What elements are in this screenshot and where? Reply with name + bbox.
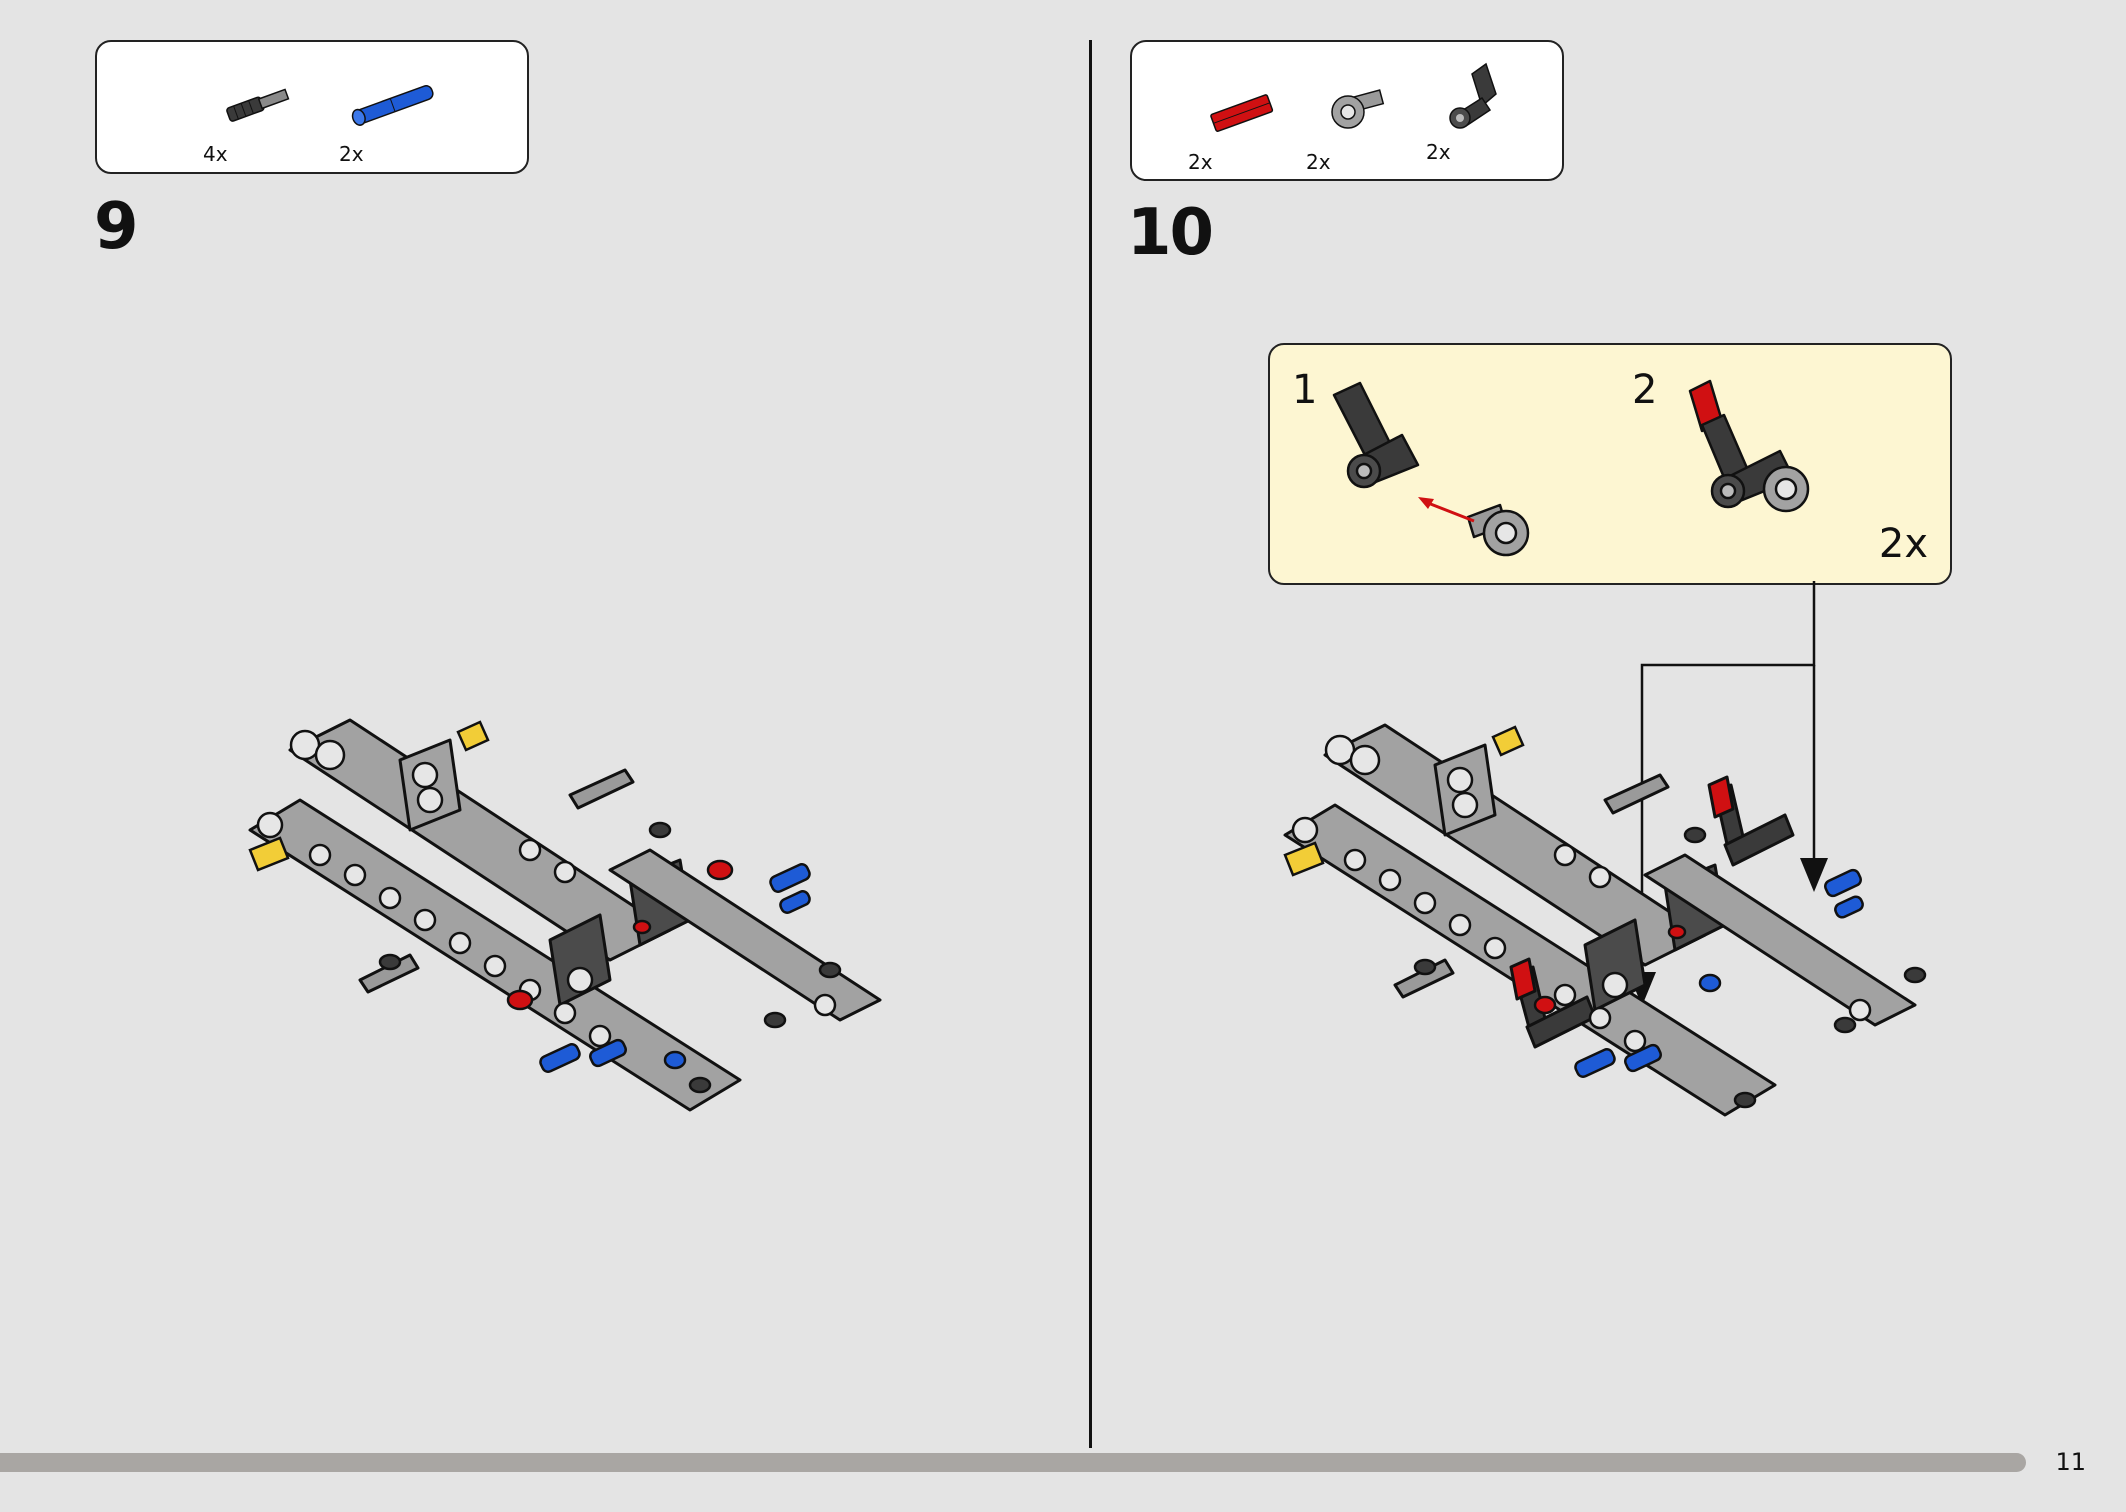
substep-1-illustration bbox=[1332, 381, 1530, 557]
step9-part-2-count: 2x bbox=[339, 142, 364, 166]
angle-connector-icon bbox=[1449, 62, 1497, 129]
step10-part-1: 2x bbox=[1182, 64, 1302, 174]
step10-part-2-count: 2x bbox=[1306, 150, 1331, 174]
friction-pin-with-axle-icon bbox=[226, 88, 290, 122]
step9-part-2: 2x bbox=[333, 56, 453, 166]
step10-number: 10 bbox=[1127, 196, 1214, 270]
page-number: 11 bbox=[2055, 1448, 2086, 1476]
step9-part-1: 4x bbox=[197, 56, 317, 166]
page-divider bbox=[1089, 40, 1092, 1448]
substep-1-label: 1 bbox=[1292, 367, 1318, 413]
step9-number: 9 bbox=[94, 190, 139, 264]
step10-part-2: 2x bbox=[1300, 64, 1420, 174]
step10-assembly-illustration bbox=[1283, 723, 1927, 1117]
gray-axle-connector-icon bbox=[1331, 89, 1385, 129]
step10-part-3-count: 2x bbox=[1426, 140, 1451, 164]
step9-part-1-count: 4x bbox=[203, 142, 228, 166]
substep-2-illustration bbox=[1688, 379, 1810, 513]
subassembly-multiplier: 2x bbox=[1878, 521, 1928, 567]
step9-assembly-illustration bbox=[248, 718, 882, 1112]
step9-parts-box: 4x 2x bbox=[95, 40, 529, 174]
step10-part-1-count: 2x bbox=[1188, 150, 1213, 174]
step10-part-3: 2x bbox=[1420, 54, 1540, 164]
red-axle-icon bbox=[1210, 94, 1274, 132]
blue-long-pin-icon bbox=[351, 85, 434, 126]
step10-parts-box: 2x 2x 2x bbox=[1130, 40, 1564, 181]
subassembly-callout: 1 2 2x bbox=[1268, 343, 1952, 585]
substep-2-label: 2 bbox=[1632, 367, 1658, 413]
footer-progress-bar bbox=[0, 1453, 2026, 1472]
